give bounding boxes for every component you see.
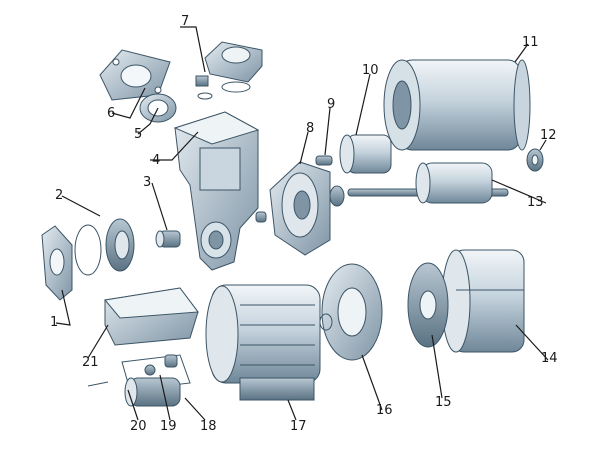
callout-7: 7 <box>181 14 189 29</box>
callout-18: 18 <box>200 419 217 434</box>
cooling-fan-part <box>407 262 449 348</box>
rear-bearing-part <box>526 148 544 172</box>
terminal-box-part <box>104 287 199 346</box>
callout-17: 17 <box>290 419 307 434</box>
nut-part <box>155 230 181 248</box>
callout-13: 13 <box>527 195 544 210</box>
bearing-sleeve-part <box>329 134 392 207</box>
seal-ring-part <box>139 93 177 123</box>
callout-19: 19 <box>160 419 177 434</box>
callout-1: 1 <box>50 315 58 330</box>
callout-11: 11 <box>522 35 539 50</box>
small-fitting-part <box>315 155 333 166</box>
callout-leaders <box>55 26 549 421</box>
front-cover-part <box>41 225 73 301</box>
fan-cover-part <box>441 249 525 353</box>
callout-16: 16 <box>376 403 393 418</box>
flange-plate-part <box>99 49 171 101</box>
callout-15: 15 <box>435 395 452 410</box>
pump-housing-part <box>173 111 260 271</box>
callout-numbers: 1 2 3 4 5 6 7 8 9 10 11 12 13 14 15 16 1… <box>50 14 558 434</box>
rotor-shaft-part <box>347 162 509 204</box>
callout-21: 21 <box>82 355 99 370</box>
callout-14: 14 <box>541 351 558 366</box>
end-bracket-part <box>255 161 331 256</box>
motor-body-part <box>205 284 321 401</box>
callout-20: 20 <box>130 419 147 434</box>
rear-end-cap-part <box>319 263 383 361</box>
top-fitting-part <box>195 41 263 100</box>
callout-8: 8 <box>306 121 314 136</box>
callout-3: 3 <box>143 175 151 190</box>
callout-9: 9 <box>327 97 335 112</box>
callout-5: 5 <box>134 127 142 142</box>
callout-4: 4 <box>152 153 160 168</box>
callout-12: 12 <box>540 128 557 143</box>
callout-6: 6 <box>107 106 115 121</box>
impeller-part <box>74 218 135 276</box>
callout-10: 10 <box>362 63 379 78</box>
capacitor-part <box>87 377 181 407</box>
motor-shell-part <box>383 59 531 151</box>
callout-2: 2 <box>55 188 63 203</box>
